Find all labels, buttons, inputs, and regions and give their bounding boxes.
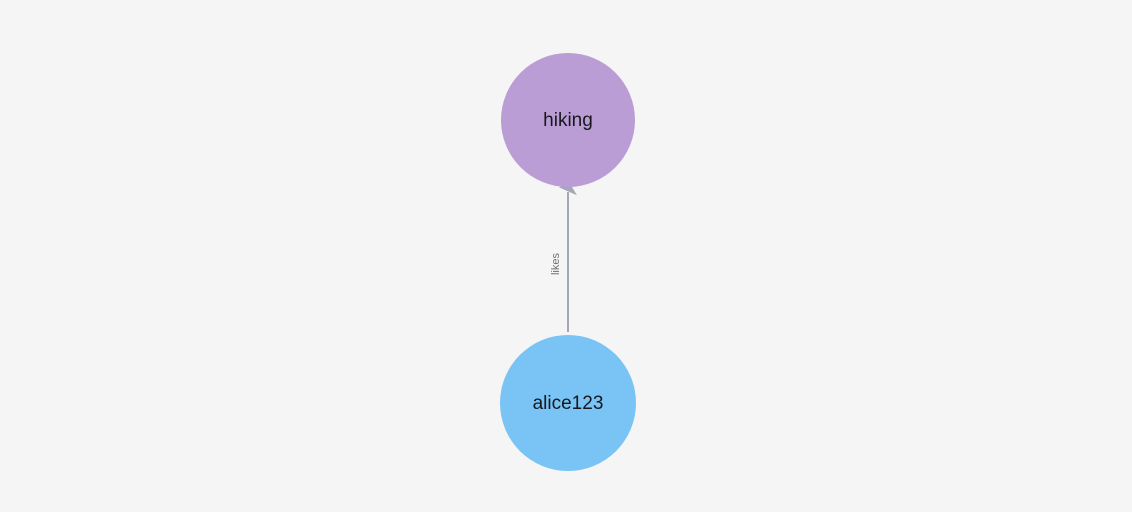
graph-node-hiking[interactable]: hiking (501, 53, 635, 187)
graph-node-alice123[interactable]: alice123 (500, 335, 636, 471)
edge-label-likes: likes (550, 253, 562, 276)
node-circle-alice123[interactable] (500, 335, 636, 471)
graph-edge[interactable]: likes (550, 179, 577, 332)
node-circle-hiking[interactable] (501, 53, 635, 187)
node-label-alice123: alice123 (533, 393, 604, 414)
node-label-hiking: hiking (543, 110, 593, 131)
